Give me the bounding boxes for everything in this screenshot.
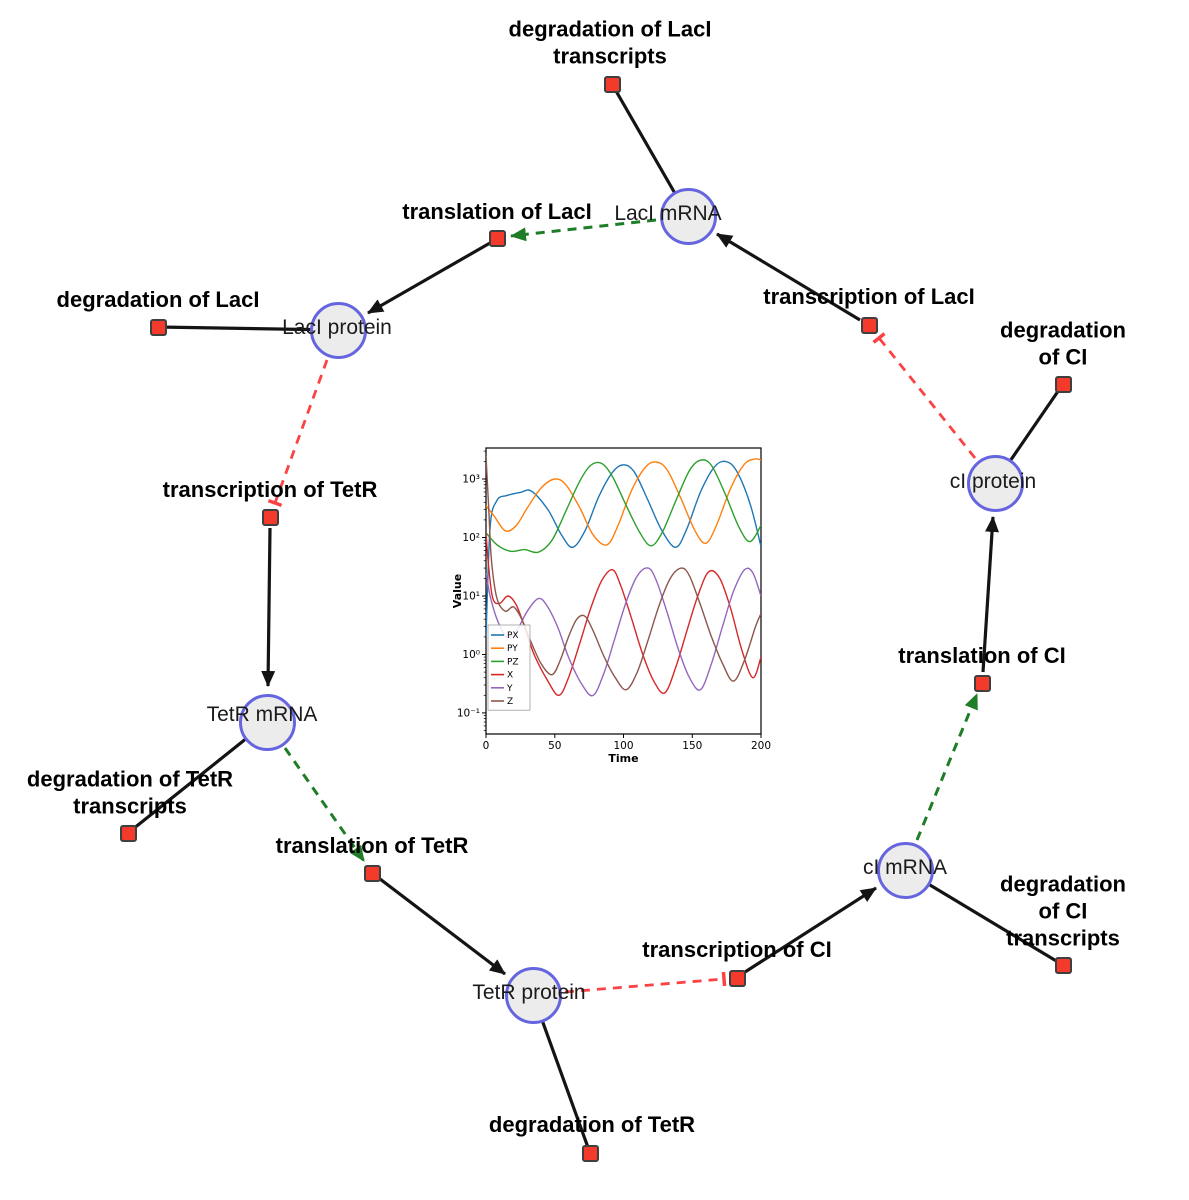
reaction-degradation-of-tetr-transcripts-label: degradation of TetR transcripts <box>26 766 234 819</box>
reaction-degradation-of-tetr-label: degradation of TetR <box>488 1112 696 1138</box>
svg-text:10¹: 10¹ <box>462 591 480 603</box>
species-laci-mrna[interactable] <box>659 187 717 245</box>
reaction-translation-of-ci-label: translation of CI <box>898 643 1066 669</box>
svg-text:Z: Z <box>507 697 513 707</box>
reaction-transcription-of-tetr[interactable] <box>261 508 279 526</box>
reaction-transcription-of-laci-label: transcription of LacI <box>763 284 975 310</box>
reaction-degradation-of-tetr[interactable] <box>581 1144 599 1162</box>
reaction-degradation-of-ci-label: degradation of CI <box>1000 317 1126 370</box>
reaction-degradation-of-ci[interactable] <box>1054 375 1072 393</box>
svg-text:0: 0 <box>483 740 490 752</box>
edge-cimrna-translationci <box>915 693 979 841</box>
svg-text:PY: PY <box>507 644 518 654</box>
species-ci-protein[interactable] <box>966 454 1024 512</box>
reaction-transcription-of-laci[interactable] <box>860 316 878 334</box>
reaction-transcription-of-ci[interactable] <box>728 969 746 987</box>
species-tetr-protein[interactable] <box>504 966 562 1024</box>
reaction-translation-of-tetr-label: translation of TetR <box>275 833 469 859</box>
edge-cimrna-degcitranscripts <box>904 868 1064 967</box>
edge-tetrmrna-degtetrtranscripts <box>127 720 268 835</box>
species-laci-mrna-label: LacI mRNA <box>614 202 722 225</box>
inhibition-edges <box>267 332 977 994</box>
species-ci-mrna[interactable] <box>876 841 934 899</box>
reaction-degradation-of-ci-transcripts[interactable] <box>1054 956 1072 974</box>
reaction-translation-of-ci[interactable] <box>973 674 991 692</box>
reaction-degradation-of-laci[interactable] <box>149 318 167 336</box>
production-edges <box>261 232 1000 976</box>
reaction-degradation-of-laci-transcripts[interactable] <box>603 75 621 93</box>
reaction-degradation-of-tetr-transcripts[interactable] <box>119 824 137 842</box>
svg-text:Y: Y <box>506 684 513 694</box>
reaction-transcription-of-ci-label: transcription of CI <box>642 937 832 963</box>
svg-text:PX: PX <box>507 631 519 641</box>
edge-translationci-ciprotein <box>981 516 1000 673</box>
svg-text:10⁰: 10⁰ <box>462 649 480 661</box>
species-laci-protein-label: LacI protein <box>282 316 392 339</box>
edge-translationtetr-tetrprotein <box>379 877 506 976</box>
reaction-degradation-of-laci-label: degradation of LacI <box>56 287 260 313</box>
svg-text:X: X <box>507 671 513 681</box>
svg-text:50: 50 <box>548 740 561 752</box>
svg-text:Value: Value <box>452 574 464 608</box>
reaction-translation-of-tetr[interactable] <box>363 864 381 882</box>
species-laci-protein[interactable] <box>309 301 367 359</box>
species-tetr-mrna-label: TetR mRNA <box>206 703 318 726</box>
reaction-degradation-of-ci-transcripts-label: degradation of CI transcripts <box>1000 871 1126 951</box>
species-ci-mrna-label: cI mRNA <box>863 856 947 879</box>
svg-text:10²: 10² <box>462 532 480 544</box>
edge-ciprotein-transcriptionlaci <box>872 332 977 459</box>
edge-translationlaci-laciprotein <box>367 241 491 315</box>
species-tetr-protein-label: TetR protein <box>472 981 586 1004</box>
edge-tetrprotein-transcriptionci <box>564 971 727 994</box>
species-ci-protein-label: cI protein <box>949 470 1037 493</box>
reaction-degradation-of-laci-transcripts-label: degradation of LacI transcripts <box>508 16 712 69</box>
reaction-translation-of-laci-label: translation of LacI <box>402 199 592 225</box>
edge-laciprotein-deglaci <box>157 325 339 332</box>
species-tetr-mrna[interactable] <box>238 693 296 751</box>
edge-transcriptionci-cimrna <box>744 886 877 974</box>
reaction-transcription-of-tetr-label: transcription of TetR <box>162 477 378 503</box>
edge-lacimrna-translationlaci <box>510 218 657 242</box>
edge-transcriptionlaci-lacimrna <box>716 232 861 322</box>
svg-text:10³: 10³ <box>462 474 480 486</box>
edge-tetrmrna-translationtetr <box>283 747 366 862</box>
svg-text:Time: Time <box>608 752 638 764</box>
svg-text:100: 100 <box>613 740 633 752</box>
edge-transcriptiontetr-tetrmrna <box>261 527 276 687</box>
svg-text:10⁻¹: 10⁻¹ <box>457 707 480 719</box>
reaction-translation-of-laci[interactable] <box>488 229 506 247</box>
svg-text:150: 150 <box>682 740 702 752</box>
svg-text:200: 200 <box>751 740 771 752</box>
modifier-edges <box>283 218 979 862</box>
svg-text:PZ: PZ <box>507 657 519 667</box>
